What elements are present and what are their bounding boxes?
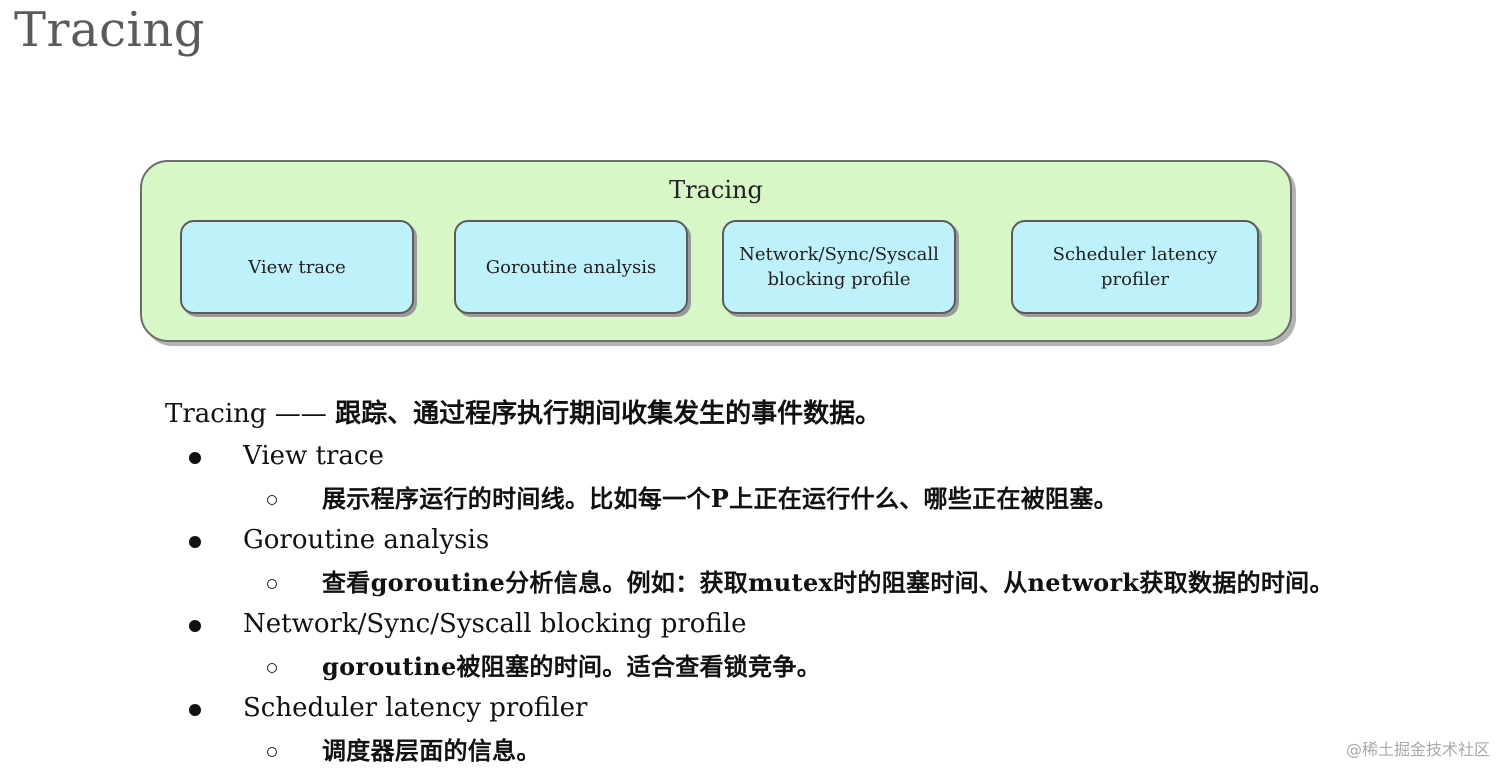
diagram-box-view-trace: View trace	[180, 220, 414, 314]
summary-term: Tracing	[165, 399, 267, 429]
list-item-title: View trace	[243, 441, 384, 471]
diagram-box-scheduler-latency: Scheduler latency profiler	[1011, 220, 1259, 314]
diagram-box-label: Scheduler latency profiler	[1052, 244, 1218, 290]
diagram-box-label: Network/Sync/Syscall blocking profile	[739, 242, 939, 292]
diagram-box-label: Goroutine analysis	[485, 256, 657, 278]
bullet-circle-icon	[267, 579, 277, 589]
tracing-diagram: Tracing View trace Goroutine analysis Ne…	[140, 160, 1292, 342]
diagram-box-label-line1: Network/Sync/Syscall	[739, 244, 939, 265]
list-item-detail: goroutine被阻塞的时间。适合查看锁竞争。	[322, 652, 822, 681]
summary-line: Tracing —— 跟踪、通过程序执行期间收集发生的事件数据。	[165, 396, 881, 432]
watermark: @稀土掘金技术社区	[1345, 740, 1490, 759]
list-item-title: Network/Sync/Syscall blocking profile	[243, 609, 747, 639]
page-title: Tracing	[14, 2, 205, 58]
diagram-box-label-line2: blocking profile	[767, 269, 911, 290]
list-item-detail: 调度器层面的信息。	[322, 736, 541, 765]
list-item-title: Goroutine analysis	[243, 525, 490, 555]
bullet-dot-icon	[189, 704, 201, 716]
bullet-dot-icon	[189, 620, 201, 632]
diagram-box-goroutine-analysis: Goroutine analysis	[454, 220, 688, 314]
bullet-circle-icon	[267, 495, 277, 505]
bullet-circle-icon	[267, 747, 277, 757]
bullet-dot-icon	[189, 452, 201, 464]
bullet-dot-icon	[189, 536, 201, 548]
diagram-box-label: View trace	[248, 256, 346, 278]
diagram-box-blocking-profile: Network/Sync/Syscall blocking profile	[722, 220, 956, 314]
diagram-title: Tracing	[669, 176, 763, 204]
summary-dash: ——	[266, 399, 336, 429]
list-item-detail: 展示程序运行的时间线。比如每一个P上正在运行什么、哪些正在被阻塞。	[322, 484, 1118, 513]
bullet-circle-icon	[267, 663, 277, 673]
list-item-detail: 查看goroutine分析信息。例如：获取mutex时的阻塞时间、从networ…	[322, 568, 1334, 597]
list-item-title: Scheduler latency profiler	[243, 693, 588, 723]
summary-text: 跟踪、通过程序执行期间收集发生的事件数据。	[335, 399, 882, 429]
